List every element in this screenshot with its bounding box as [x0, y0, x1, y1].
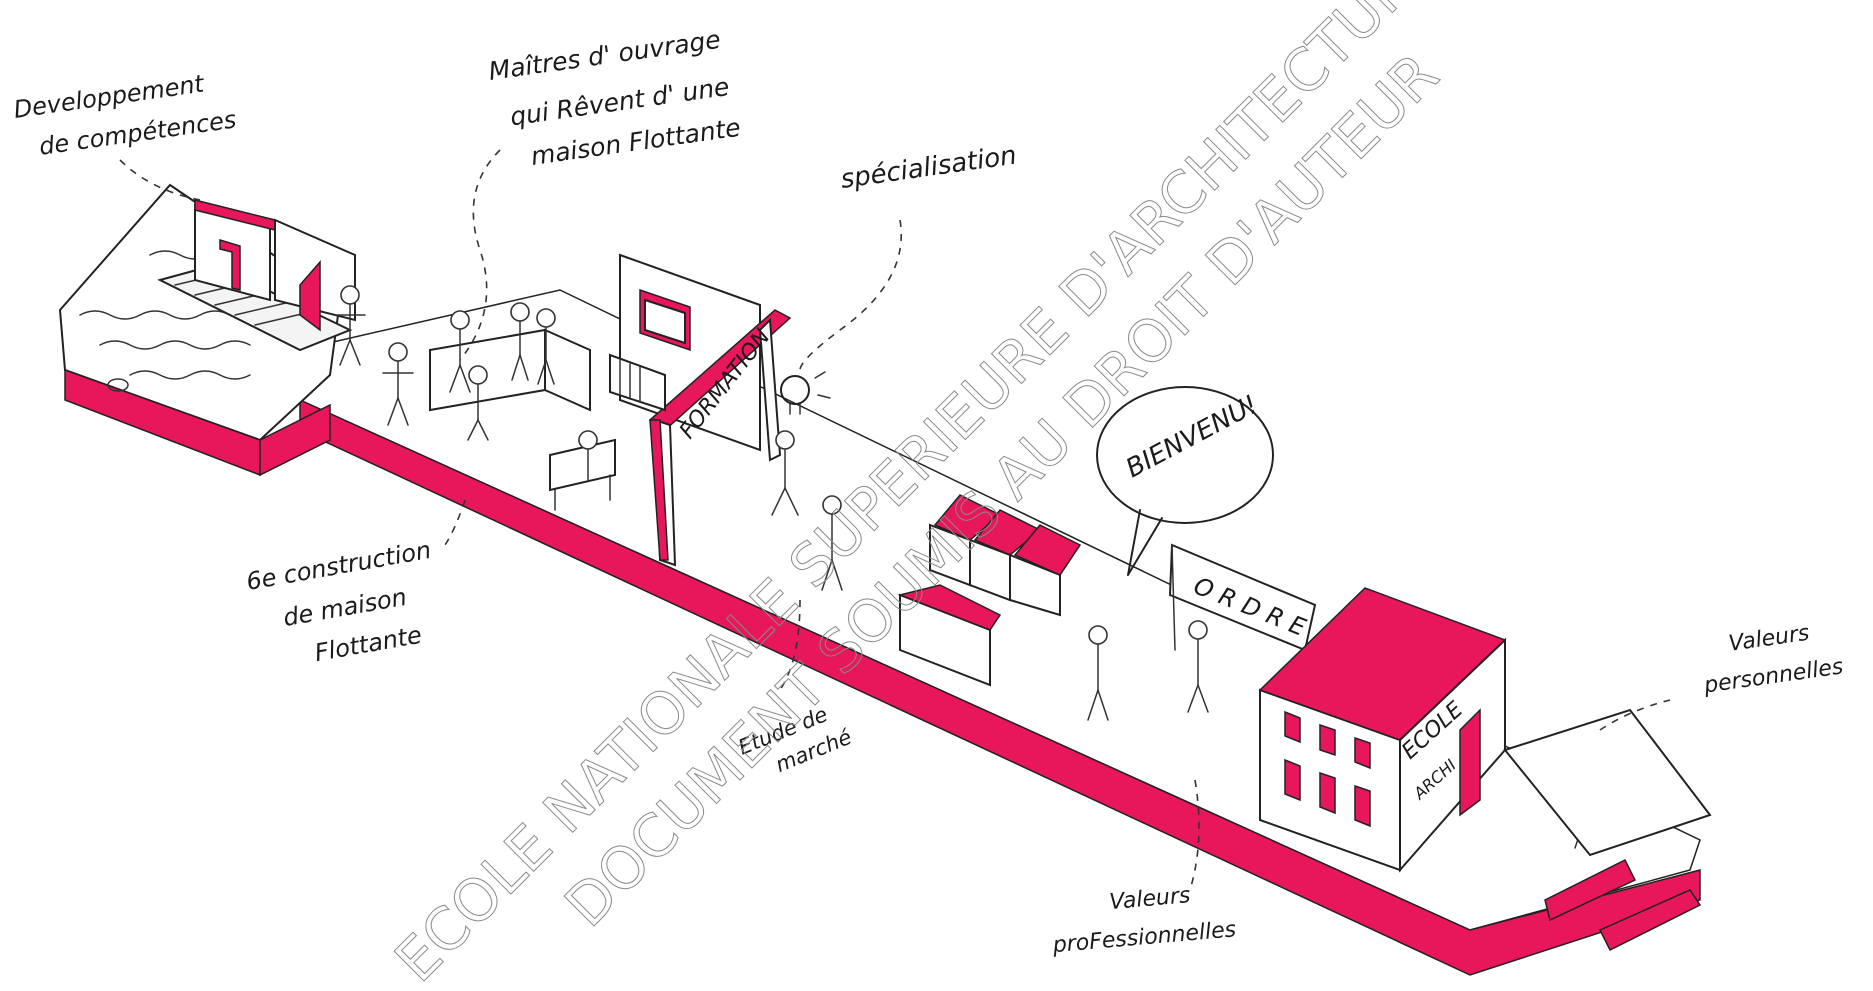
person-11	[1187, 620, 1209, 713]
specialisation-label: spécialisation	[839, 141, 1019, 195]
water-basin	[58, 183, 356, 477]
valeurs-perso-line-1: Valeurs	[1727, 621, 1811, 657]
leader-lines	[119, 149, 1671, 891]
person-9	[821, 495, 843, 591]
person-4	[467, 365, 489, 441]
person-6	[536, 308, 556, 385]
annotation-specialisation: spécialisation	[839, 141, 1019, 195]
person-1	[334, 285, 366, 366]
person-5	[510, 302, 530, 381]
right-steps	[1503, 708, 1712, 952]
valeurs-pro-line-2: proFessionnelles	[1051, 917, 1237, 958]
construction-line-1: 6e construction	[244, 536, 433, 596]
annotation-valeurs-perso: Valeurs personnelles	[1702, 621, 1845, 699]
bienvenu-label: BIENVENU!	[1121, 390, 1263, 484]
person-10	[1087, 625, 1109, 721]
office-area	[429, 328, 616, 511]
person-2	[382, 342, 414, 426]
annotation-competences: Developpement de compétences	[12, 69, 238, 160]
formation-gate: FORMATION	[609, 253, 792, 567]
ecole-building: ECOLE ARCHI	[1258, 587, 1507, 873]
market-houses	[897, 494, 1082, 687]
person-8	[771, 430, 799, 516]
annotation-maitres: Maîtres d' ouvrage qui Rêvent d' une mai…	[487, 25, 743, 171]
annotation-valeurs-pro: Valeurs proFessionnelles	[1051, 883, 1237, 958]
lightbulb-icon	[780, 371, 831, 415]
annotation-construction: 6e construction de maison Flottante	[244, 536, 433, 667]
valeurs-pro-line-1: Valeurs	[1108, 883, 1191, 915]
valeurs-perso-line-2: personnelles	[1702, 654, 1845, 698]
person-7	[578, 430, 598, 481]
construction-line-2: de maison	[281, 583, 409, 632]
construction-line-3: Flottante	[313, 621, 424, 667]
